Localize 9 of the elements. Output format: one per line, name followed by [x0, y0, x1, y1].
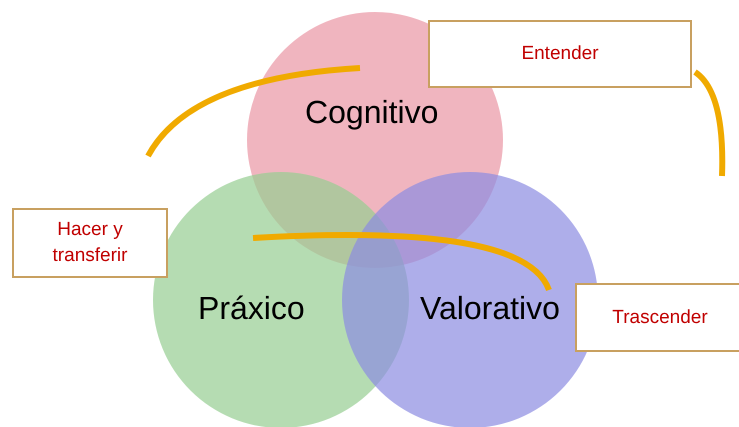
box-label: Hacer y transferir [52, 218, 128, 268]
circle-label: Práxico [198, 290, 305, 327]
text-box [575, 283, 739, 352]
circle-label: Cognitivo [305, 94, 438, 131]
box-label: Trascender [612, 306, 708, 330]
text-box [428, 20, 692, 88]
text-box [12, 208, 168, 278]
circle-label: Valorativo [420, 290, 560, 327]
box-label: Entender [521, 42, 599, 66]
